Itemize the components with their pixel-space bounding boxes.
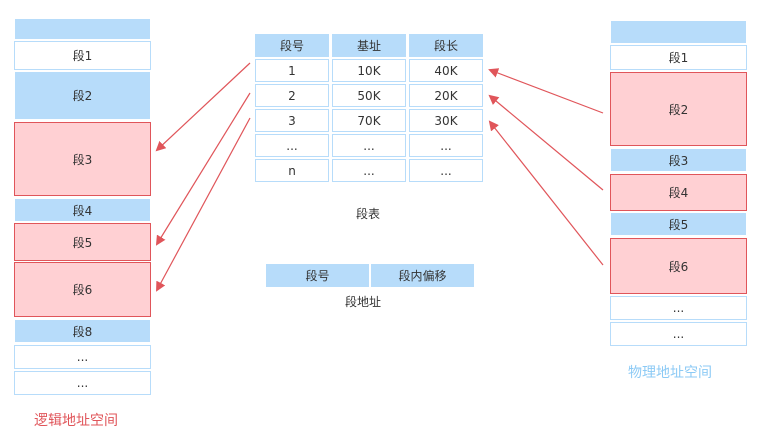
table-row-5-base: ... — [332, 159, 406, 182]
table-row-4-segno: ... — [255, 134, 329, 157]
arrow-physical-seg2-to-row1 — [488, 68, 604, 114]
logical-block-seg4: 段4 — [14, 198, 151, 222]
logical-block-ellipsis-1: ... — [14, 345, 151, 369]
physical-block-seg4: 段4 — [610, 174, 747, 211]
physical-block-seg1: 段1 — [610, 45, 747, 70]
logical-block-seg6: 段6 — [14, 262, 151, 317]
table-row-1-length: 40K — [409, 59, 483, 82]
table-row-3-base: 70K — [332, 109, 406, 132]
table-row-2-base: 50K — [332, 84, 406, 107]
physical-block-seg2: 段2 — [610, 72, 747, 146]
table-header-segno: 段号 — [255, 34, 329, 57]
logical-block-seg2: 段2 — [14, 71, 151, 120]
table-row-3-segno: 3 — [255, 109, 329, 132]
segment-table-caption: 段表 — [356, 207, 381, 221]
physical-block-seg6: 段6 — [610, 238, 747, 294]
logical-block-seg5: 段5 — [14, 223, 151, 261]
table-row-1-segno: 1 — [255, 59, 329, 82]
physical-block-ellipsis-1: ... — [610, 296, 747, 320]
table-header-length: 段长 — [409, 34, 483, 57]
table-row-1-base: 10K — [332, 59, 406, 82]
physical-label: 物理地址空间 — [628, 365, 712, 381]
physical-block-seg3: 段3 — [610, 148, 747, 172]
logical-block-ellipsis-2: ... — [14, 371, 151, 395]
logical-label: 逻辑地址空间 — [34, 413, 118, 429]
logical-block-top — [14, 18, 151, 40]
table-row-5-length: ... — [409, 159, 483, 182]
arrow-physical-seg4-to-row2 — [488, 94, 604, 191]
logical-block-seg1: 段1 — [14, 41, 151, 70]
physical-block-top — [610, 20, 747, 44]
arrow-row1-to-logical-seg3 — [155, 62, 251, 152]
arrow-row2-to-logical-seg5 — [155, 92, 251, 246]
segment-address-caption: 段地址 — [345, 295, 382, 309]
physical-block-seg5: 段5 — [610, 212, 747, 236]
table-row-4-length: ... — [409, 134, 483, 157]
logical-block-seg3: 段3 — [14, 122, 151, 196]
table-row-4-base: ... — [332, 134, 406, 157]
address-field-offset: 段内偏移 — [371, 264, 474, 287]
arrow-physical-seg6-to-row3 — [488, 120, 604, 266]
table-row-3-length: 30K — [409, 109, 483, 132]
address-field-segno: 段号 — [266, 264, 369, 287]
logical-block-seg8: 段8 — [14, 319, 151, 343]
table-header-base: 基址 — [332, 34, 406, 57]
physical-block-ellipsis-2: ... — [610, 322, 747, 346]
table-row-5-segno: n — [255, 159, 329, 182]
arrow-row3-to-logical-seg6 — [156, 117, 251, 292]
table-row-2-segno: 2 — [255, 84, 329, 107]
table-row-2-length: 20K — [409, 84, 483, 107]
